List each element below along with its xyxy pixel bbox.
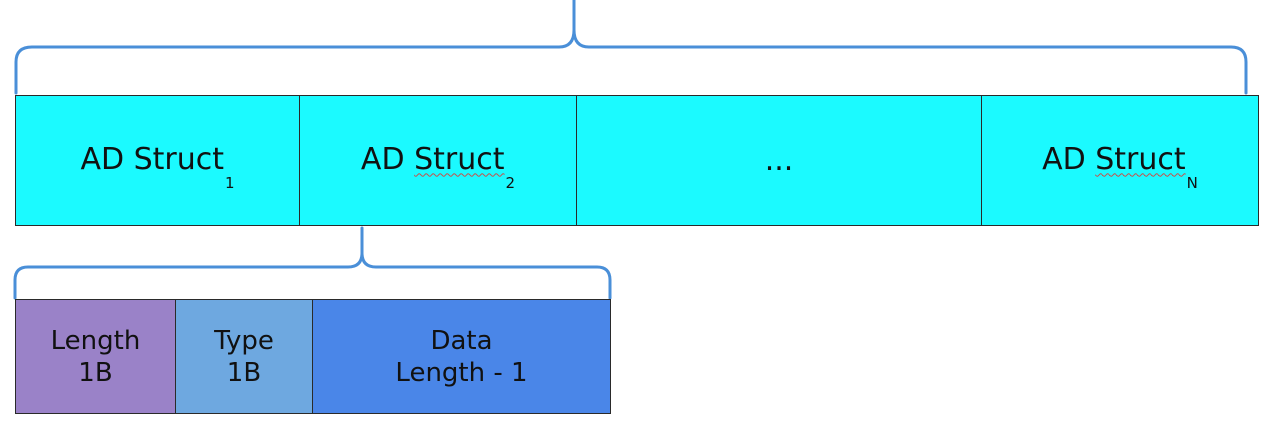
length-field-size: 1B xyxy=(78,357,113,388)
ad-struct-2-squiggle-word: Struct xyxy=(414,141,505,177)
type-field: Type 1B xyxy=(176,299,313,414)
ad-struct-2-label: AD Struct2 xyxy=(360,141,516,192)
ad-struct-ellipsis: ... xyxy=(577,95,982,226)
type-field-size: 1B xyxy=(226,357,262,388)
ad-struct-1-label: AD Struct1 xyxy=(80,141,235,192)
ad-struct-2-subscript: 2 xyxy=(505,173,516,192)
type-field-name: Type xyxy=(214,325,274,356)
ad-struct-n-subscript: N xyxy=(1186,173,1198,192)
length-field: Length 1B xyxy=(15,299,176,414)
ad-struct-1-subscript: 1 xyxy=(225,173,235,192)
ad-struct-n-label: AD StructN xyxy=(1042,141,1198,192)
ad-struct-2: AD Struct2 xyxy=(300,95,577,226)
top-brace xyxy=(14,0,1248,95)
sub-brace xyxy=(13,226,612,300)
data-field: Data Length - 1 xyxy=(313,299,611,414)
ad-struct-1: AD Struct1 xyxy=(15,95,300,226)
ad-struct-ellipsis-label: ... xyxy=(764,143,794,178)
data-field-name: Data xyxy=(430,325,493,356)
length-field-name: Length xyxy=(50,325,141,356)
ad-struct-n-squiggle-word: Struct xyxy=(1095,141,1186,177)
ad-struct-n: AD StructN xyxy=(982,95,1259,226)
data-field-size: Length - 1 xyxy=(395,357,528,388)
